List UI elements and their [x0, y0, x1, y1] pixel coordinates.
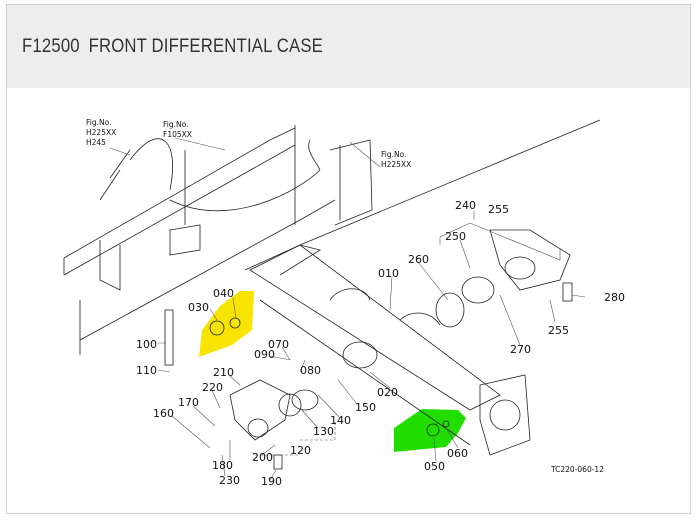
part-250[interactable]: 250 — [445, 230, 466, 243]
svg-text:Fig.No.: Fig.No. — [381, 150, 406, 159]
part-100[interactable]: 100 — [136, 338, 157, 351]
page-header: F12500 FRONT DIFFERENTIAL CASE — [7, 5, 690, 88]
part-150[interactable]: 150 — [355, 401, 376, 414]
part-160[interactable]: 160 — [153, 407, 174, 420]
part-070[interactable]: 070 — [268, 338, 289, 351]
drawing-id: TC220-060-12 — [550, 465, 604, 474]
svg-text:Fig.No.: Fig.No. — [86, 118, 111, 127]
part-120[interactable]: 120 — [290, 444, 311, 457]
figure-ref-2: Fig.No. F105XX — [163, 120, 192, 139]
differential-case — [164, 119, 601, 470]
part-190[interactable]: 190 — [261, 475, 282, 488]
part-130[interactable]: 130 — [313, 425, 334, 438]
part-270[interactable]: 270 — [510, 343, 531, 356]
part-240[interactable]: 240 — [455, 199, 476, 212]
part-255-top[interactable]: 255 — [488, 203, 509, 216]
part-030[interactable]: 030 — [188, 301, 209, 314]
figure-ref-3: Fig.No. H225XX — [381, 150, 411, 169]
svg-text:Fig.No.: Fig.No. — [163, 120, 188, 129]
highlight-green — [394, 409, 466, 452]
section-title: FRONT DIFFERENTIAL CASE — [88, 36, 324, 57]
part-255-bottom[interactable]: 255 — [548, 324, 569, 337]
highlight-yellow — [199, 291, 254, 357]
part-060[interactable]: 060 — [447, 447, 468, 460]
part-200[interactable]: 200 — [252, 451, 273, 464]
part-260[interactable]: 260 — [408, 253, 429, 266]
part-050[interactable]: 050 — [424, 460, 445, 473]
part-010[interactable]: 010 — [378, 267, 399, 280]
svg-text:F105XX: F105XX — [163, 130, 192, 139]
svg-text:H225XX: H225XX — [381, 160, 411, 169]
part-220[interactable]: 220 — [202, 381, 223, 394]
part-110[interactable]: 110 — [136, 364, 157, 377]
section-code: F12500 — [22, 36, 80, 57]
tractor-frame — [63, 125, 373, 355]
part-020[interactable]: 020 — [377, 386, 398, 399]
figure-ref-1: Fig.No. H225XX H245 — [86, 118, 116, 147]
part-090[interactable]: 090 — [254, 348, 275, 361]
leader-lines — [109, 137, 586, 481]
part-labels: 010 020 030 040 050 060 070 080 090 100 … — [136, 199, 625, 488]
part-170[interactable]: 170 — [178, 396, 199, 409]
part-210[interactable]: 210 — [213, 366, 234, 379]
page-title: F12500 FRONT DIFFERENTIAL CASE — [22, 36, 332, 58]
part-180[interactable]: 180 — [212, 459, 233, 472]
part-080[interactable]: 080 — [300, 364, 321, 377]
part-140[interactable]: 140 — [330, 414, 351, 427]
part-040[interactable]: 040 — [213, 287, 234, 300]
part-230[interactable]: 230 — [219, 474, 240, 487]
svg-text:H225XX: H225XX — [86, 128, 116, 137]
svg-text:H245: H245 — [86, 138, 106, 147]
part-280[interactable]: 280 — [604, 291, 625, 304]
